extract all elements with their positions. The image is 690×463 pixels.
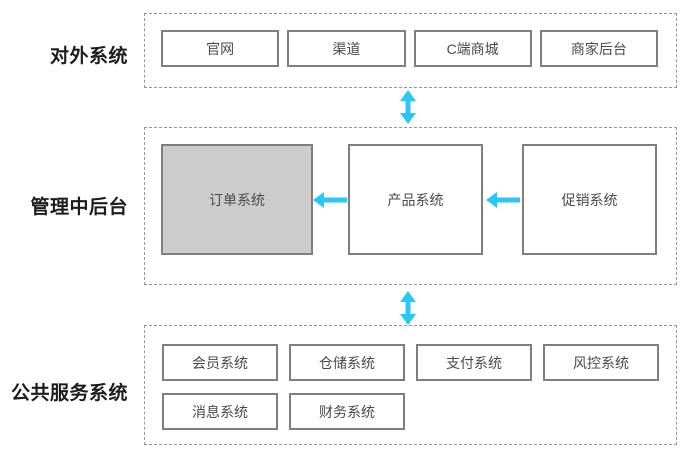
- section-label-external: 对外系统: [49, 46, 128, 67]
- external-systems-group: 官网 渠道 C端商城 商家后台: [144, 13, 677, 88]
- external-systems-row: 官网 渠道 C端商城 商家后台: [161, 30, 658, 67]
- section-label-management: 管理中后台: [30, 197, 128, 218]
- box-member-system: 会员系统: [162, 344, 278, 381]
- public-services-group: 会员系统 仓储系统 支付系统 风控系统 消息系统 财务系统: [144, 325, 677, 445]
- box-product-system: 产品系统: [348, 144, 483, 255]
- box-order-system: 订单系统: [161, 144, 313, 255]
- box-risk-control-system: 风控系统: [543, 344, 659, 381]
- box-promotion-system: 促销系统: [522, 144, 657, 255]
- double-arrow-vertical-top-icon: [400, 90, 416, 124]
- box-payment-system: 支付系统: [416, 344, 532, 381]
- box-finance-system: 财务系统: [289, 393, 405, 430]
- box-merchant-backend: 商家后台: [539, 30, 658, 67]
- double-arrow-vertical-bottom-icon: [400, 291, 416, 325]
- arrow-left-promotion-to-product-icon: [486, 192, 520, 208]
- box-official-site: 官网: [161, 30, 280, 67]
- section-label-public-services: 公共服务系统: [10, 383, 128, 404]
- public-services-row-2: 消息系统 财务系统: [162, 393, 405, 430]
- public-services-row-1: 会员系统 仓储系统 支付系统 风控系统: [162, 344, 659, 381]
- arrow-left-product-to-order-icon: [313, 192, 347, 208]
- box-c-mall: C端商城: [413, 30, 532, 67]
- box-message-system: 消息系统: [162, 393, 278, 430]
- box-warehouse-system: 仓储系统: [289, 344, 405, 381]
- management-systems-group: 订单系统 产品系统 促销系统: [144, 127, 677, 285]
- box-channel: 渠道: [287, 30, 406, 67]
